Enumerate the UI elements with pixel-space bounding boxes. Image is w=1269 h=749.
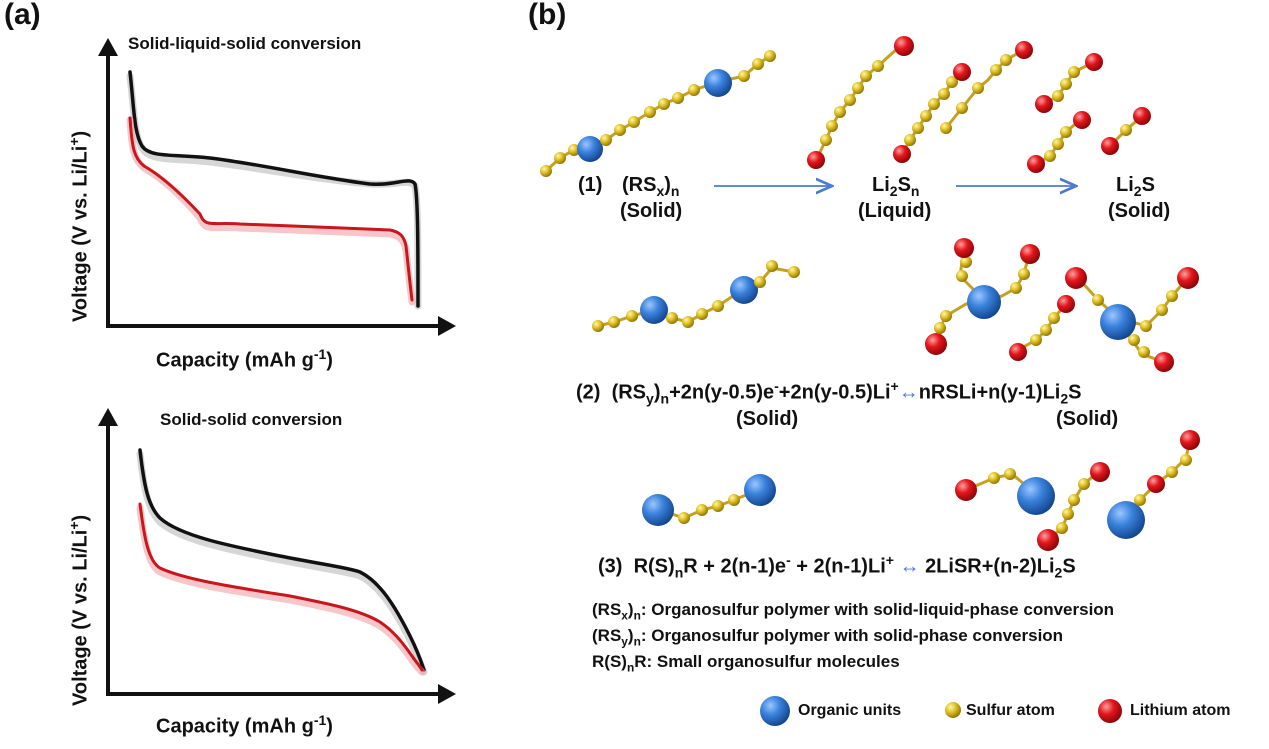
panel-a-label: (a) (4, 0, 41, 31)
lithium-polysulfide-molecules (807, 36, 1033, 169)
top-chart-axes (98, 38, 456, 336)
bottom-chart-axes (98, 408, 456, 704)
polymer-rsx-molecule (540, 50, 776, 177)
polymer-rsy-molecule (592, 260, 800, 332)
definition-rsy: (RSy)n: Organosulfur polymer with solid-… (592, 626, 1064, 649)
reaction3-equation: (3) R(S)nR + 2(n-1)e- + 2(n-1)Li+ ↔ 2LiS… (598, 552, 1076, 581)
reaction1-reactant: (RSx)n (622, 174, 680, 199)
reaction1-product: Li2S (1116, 174, 1155, 199)
reaction2-state-right: (Solid) (1056, 408, 1119, 430)
bottom-chart-red-curve (138, 502, 424, 672)
lisr-product-molecules (955, 430, 1200, 551)
lithium-atom-icon (1098, 699, 1122, 723)
legend-sulfur-label: Sulfur atom (966, 702, 1055, 719)
bottom-chart-x-label: Capacity (mAh g-1) (156, 712, 333, 738)
top-chart-red-curve (128, 116, 414, 302)
definition-rsx: (RSx)n: Organosulfur polymer with solid-… (592, 600, 1115, 623)
top-chart-black-curve (128, 70, 420, 308)
reaction1-state2: (Liquid) (858, 200, 932, 222)
panel-b-label: (b) (528, 0, 567, 31)
bottom-chart-title: Solid-solid conversion (160, 410, 343, 429)
legend-lithium-label: Lithium atom (1130, 702, 1231, 719)
bottom-chart-curves (136, 448, 428, 676)
reaction1-number: (1) (578, 174, 603, 196)
reaction2-equation: (2) (RSy)n+2n(y-0.5)e-+2n(y-0.5)Li+↔nRSL… (576, 378, 1082, 407)
reaction1-state1: (Solid) (620, 200, 683, 222)
rsli-product-molecules (925, 238, 1199, 372)
definition-rsnr: R(S)nR: Small organosulfur molecules (592, 652, 900, 675)
top-chart-curves (126, 70, 422, 310)
small-organosulfur-molecule (642, 474, 776, 526)
top-chart-x-label: Capacity (mAh g-1) (156, 346, 333, 372)
lithium-sulfide-molecules (1027, 53, 1151, 173)
sulfur-atom-icon (945, 702, 961, 718)
reaction1-state3: (Solid) (1108, 200, 1171, 222)
reaction2-state-left: (Solid) (736, 408, 799, 430)
legend-organic-label: Organic units (798, 702, 902, 719)
bottom-chart-black-curve (138, 448, 426, 672)
top-chart-title: Solid-liquid-solid conversion (128, 34, 362, 53)
organic-unit-icon (760, 696, 790, 726)
reaction1-intermediate: Li2Sn (872, 174, 920, 199)
